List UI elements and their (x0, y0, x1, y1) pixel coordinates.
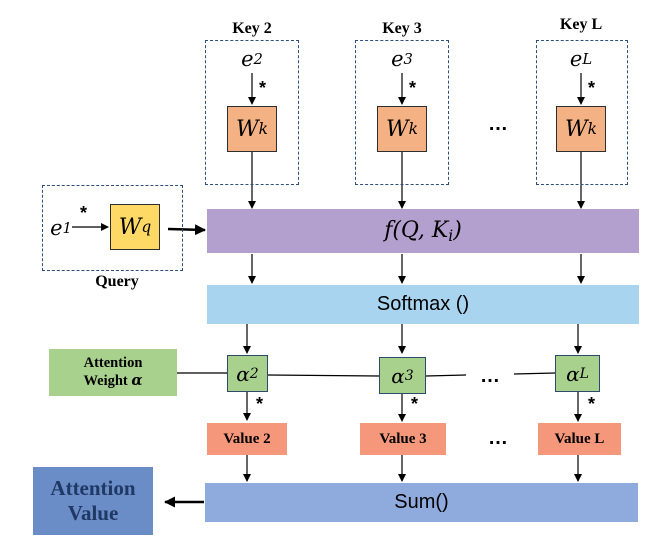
key-2-multiply-symbol: * (259, 78, 267, 98)
key-l-multiply-symbol: * (588, 78, 596, 98)
query-box (42, 185, 183, 271)
key-2-box (205, 40, 299, 185)
value-3-box: Value 3 (360, 423, 446, 455)
key-header-l: Key L (559, 16, 603, 33)
key-header-2: Key 2 (232, 20, 272, 37)
value-l-multiply-symbol: * (588, 394, 596, 414)
sum-block: Sum() (205, 483, 638, 522)
alpha-ellipsis: … (480, 364, 500, 387)
key-3-multiply-symbol: * (409, 78, 417, 98)
key-l-box (536, 40, 628, 185)
keys-ellipsis: … (488, 112, 508, 135)
key-header-3: Key 3 (382, 20, 422, 37)
value-2-multiply-symbol: * (256, 394, 264, 414)
attention-value-output: Attention Value (33, 467, 153, 535)
key-3-box (355, 40, 449, 185)
value-ellipsis: … (488, 426, 508, 449)
value-2-box: Value 2 (207, 423, 287, 455)
attention-weight-label: Attention Weight α (49, 349, 177, 396)
score-function-block: f(Q, Ki) (207, 209, 639, 253)
score-function-label: f(Q, Ki) (384, 217, 462, 245)
softmax-block: Softmax () (207, 285, 639, 324)
query-label: Query (95, 273, 139, 290)
value-l-box: Value L (538, 423, 621, 455)
value-3-multiply-symbol: * (411, 394, 419, 414)
query-multiply-symbol: * (80, 203, 88, 223)
